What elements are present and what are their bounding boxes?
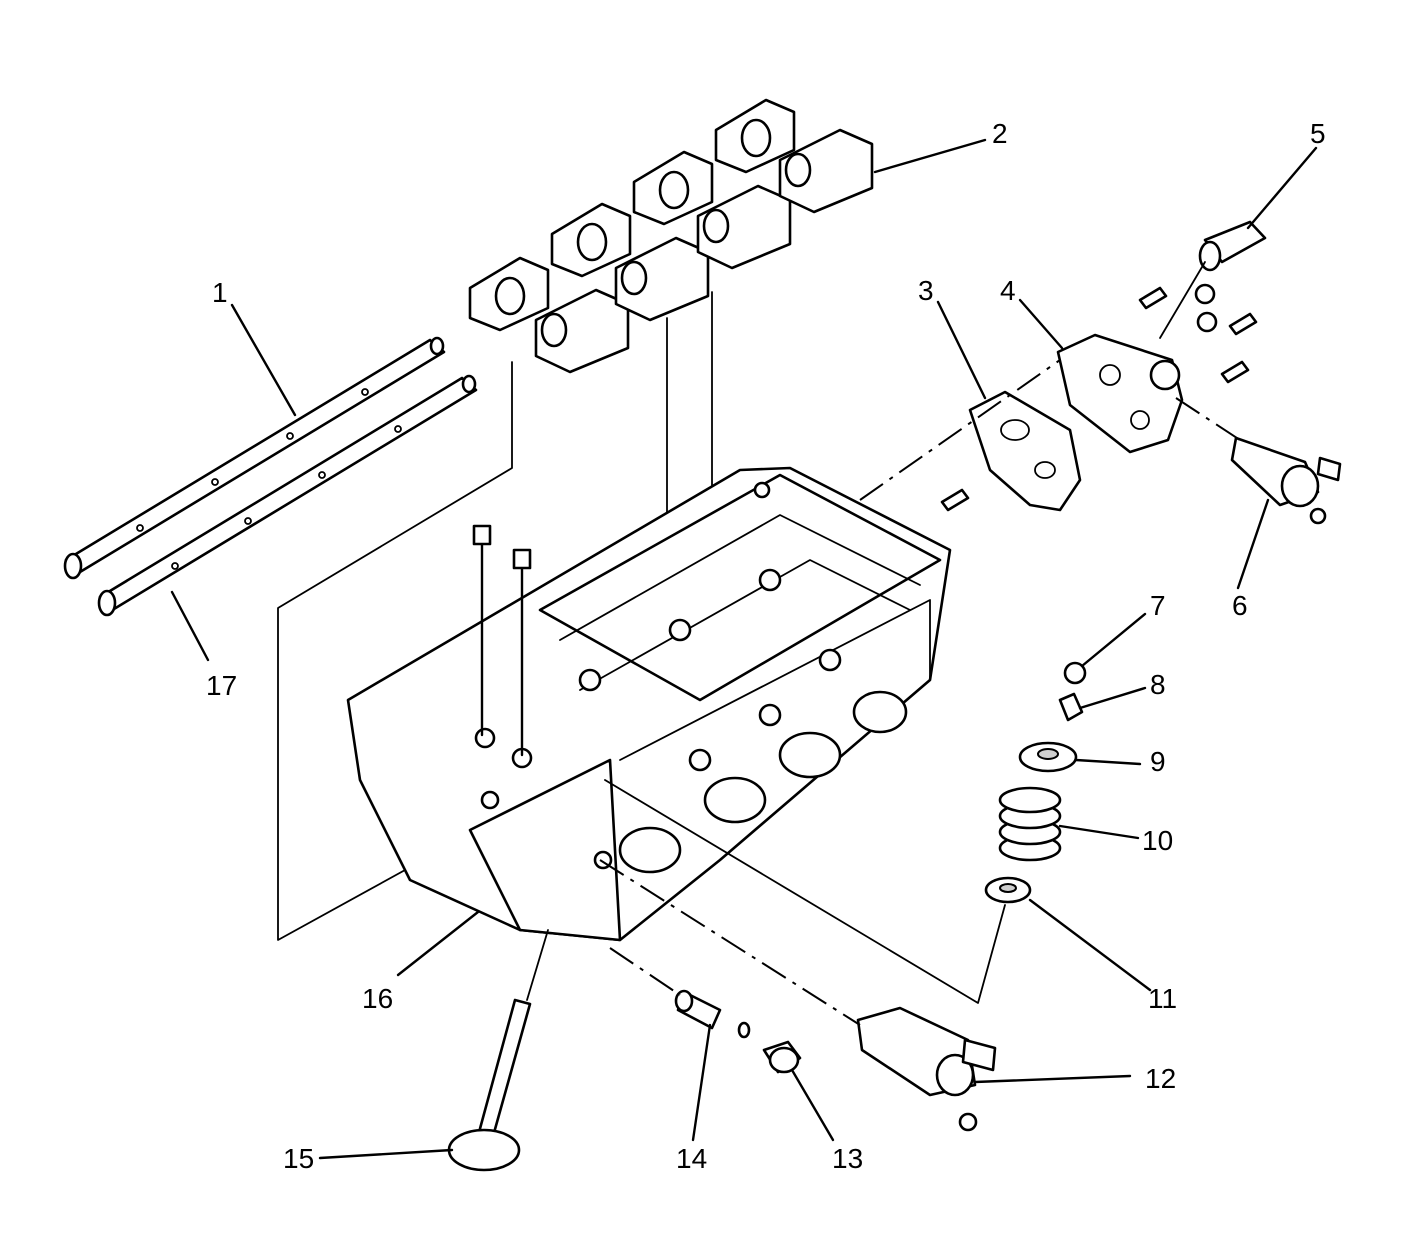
callout-13: 13 [832, 1143, 863, 1174]
callout-2: 2 [992, 118, 1008, 149]
rocker-shaft-1 [63, 336, 446, 580]
valve-spring-10 [998, 786, 1062, 862]
leader-lines [170, 138, 1318, 1160]
valve-keeper-8 [1058, 692, 1084, 722]
sensor-5 [1198, 220, 1267, 272]
callout-7: 7 [1150, 590, 1166, 621]
oil-control-gasket-3 [968, 390, 1082, 512]
solenoid-6 [1230, 436, 1342, 525]
rocker-shaft-17 [97, 374, 478, 617]
shaft-alignment-line [277, 361, 513, 941]
callout-10: 10 [1142, 825, 1173, 856]
callout-14: 14 [676, 1143, 707, 1174]
valve-stack [984, 661, 1087, 904]
callout-16: 16 [362, 983, 393, 1014]
small-bolts-4 [940, 283, 1258, 512]
callout-5: 5 [1310, 118, 1326, 149]
vvt-housing-4 [1056, 333, 1184, 454]
callout-6: 6 [1232, 590, 1248, 621]
cylinder-head [346, 466, 952, 942]
callout-3: 3 [918, 275, 934, 306]
valve-15 [447, 929, 549, 1172]
callout-labels: 1 2 3 4 5 6 7 8 9 10 11 12 13 14 15 16 1… [206, 118, 1326, 1174]
callout-4: 4 [1000, 275, 1016, 306]
solenoid-12 [856, 1006, 997, 1132]
callout-1: 1 [212, 277, 228, 308]
callout-17: 17 [206, 670, 237, 701]
valve-keeper-7 [1063, 661, 1087, 685]
oil-filter-14 [674, 989, 751, 1039]
bearing-caps [468, 98, 874, 374]
head-bolts [472, 524, 532, 757]
callout-15: 15 [283, 1143, 314, 1174]
callout-8: 8 [1150, 669, 1166, 700]
callout-9: 9 [1150, 746, 1166, 777]
callout-12: 12 [1145, 1063, 1176, 1094]
plug-13 [762, 1040, 802, 1074]
callout-11: 11 [1148, 983, 1177, 1014]
